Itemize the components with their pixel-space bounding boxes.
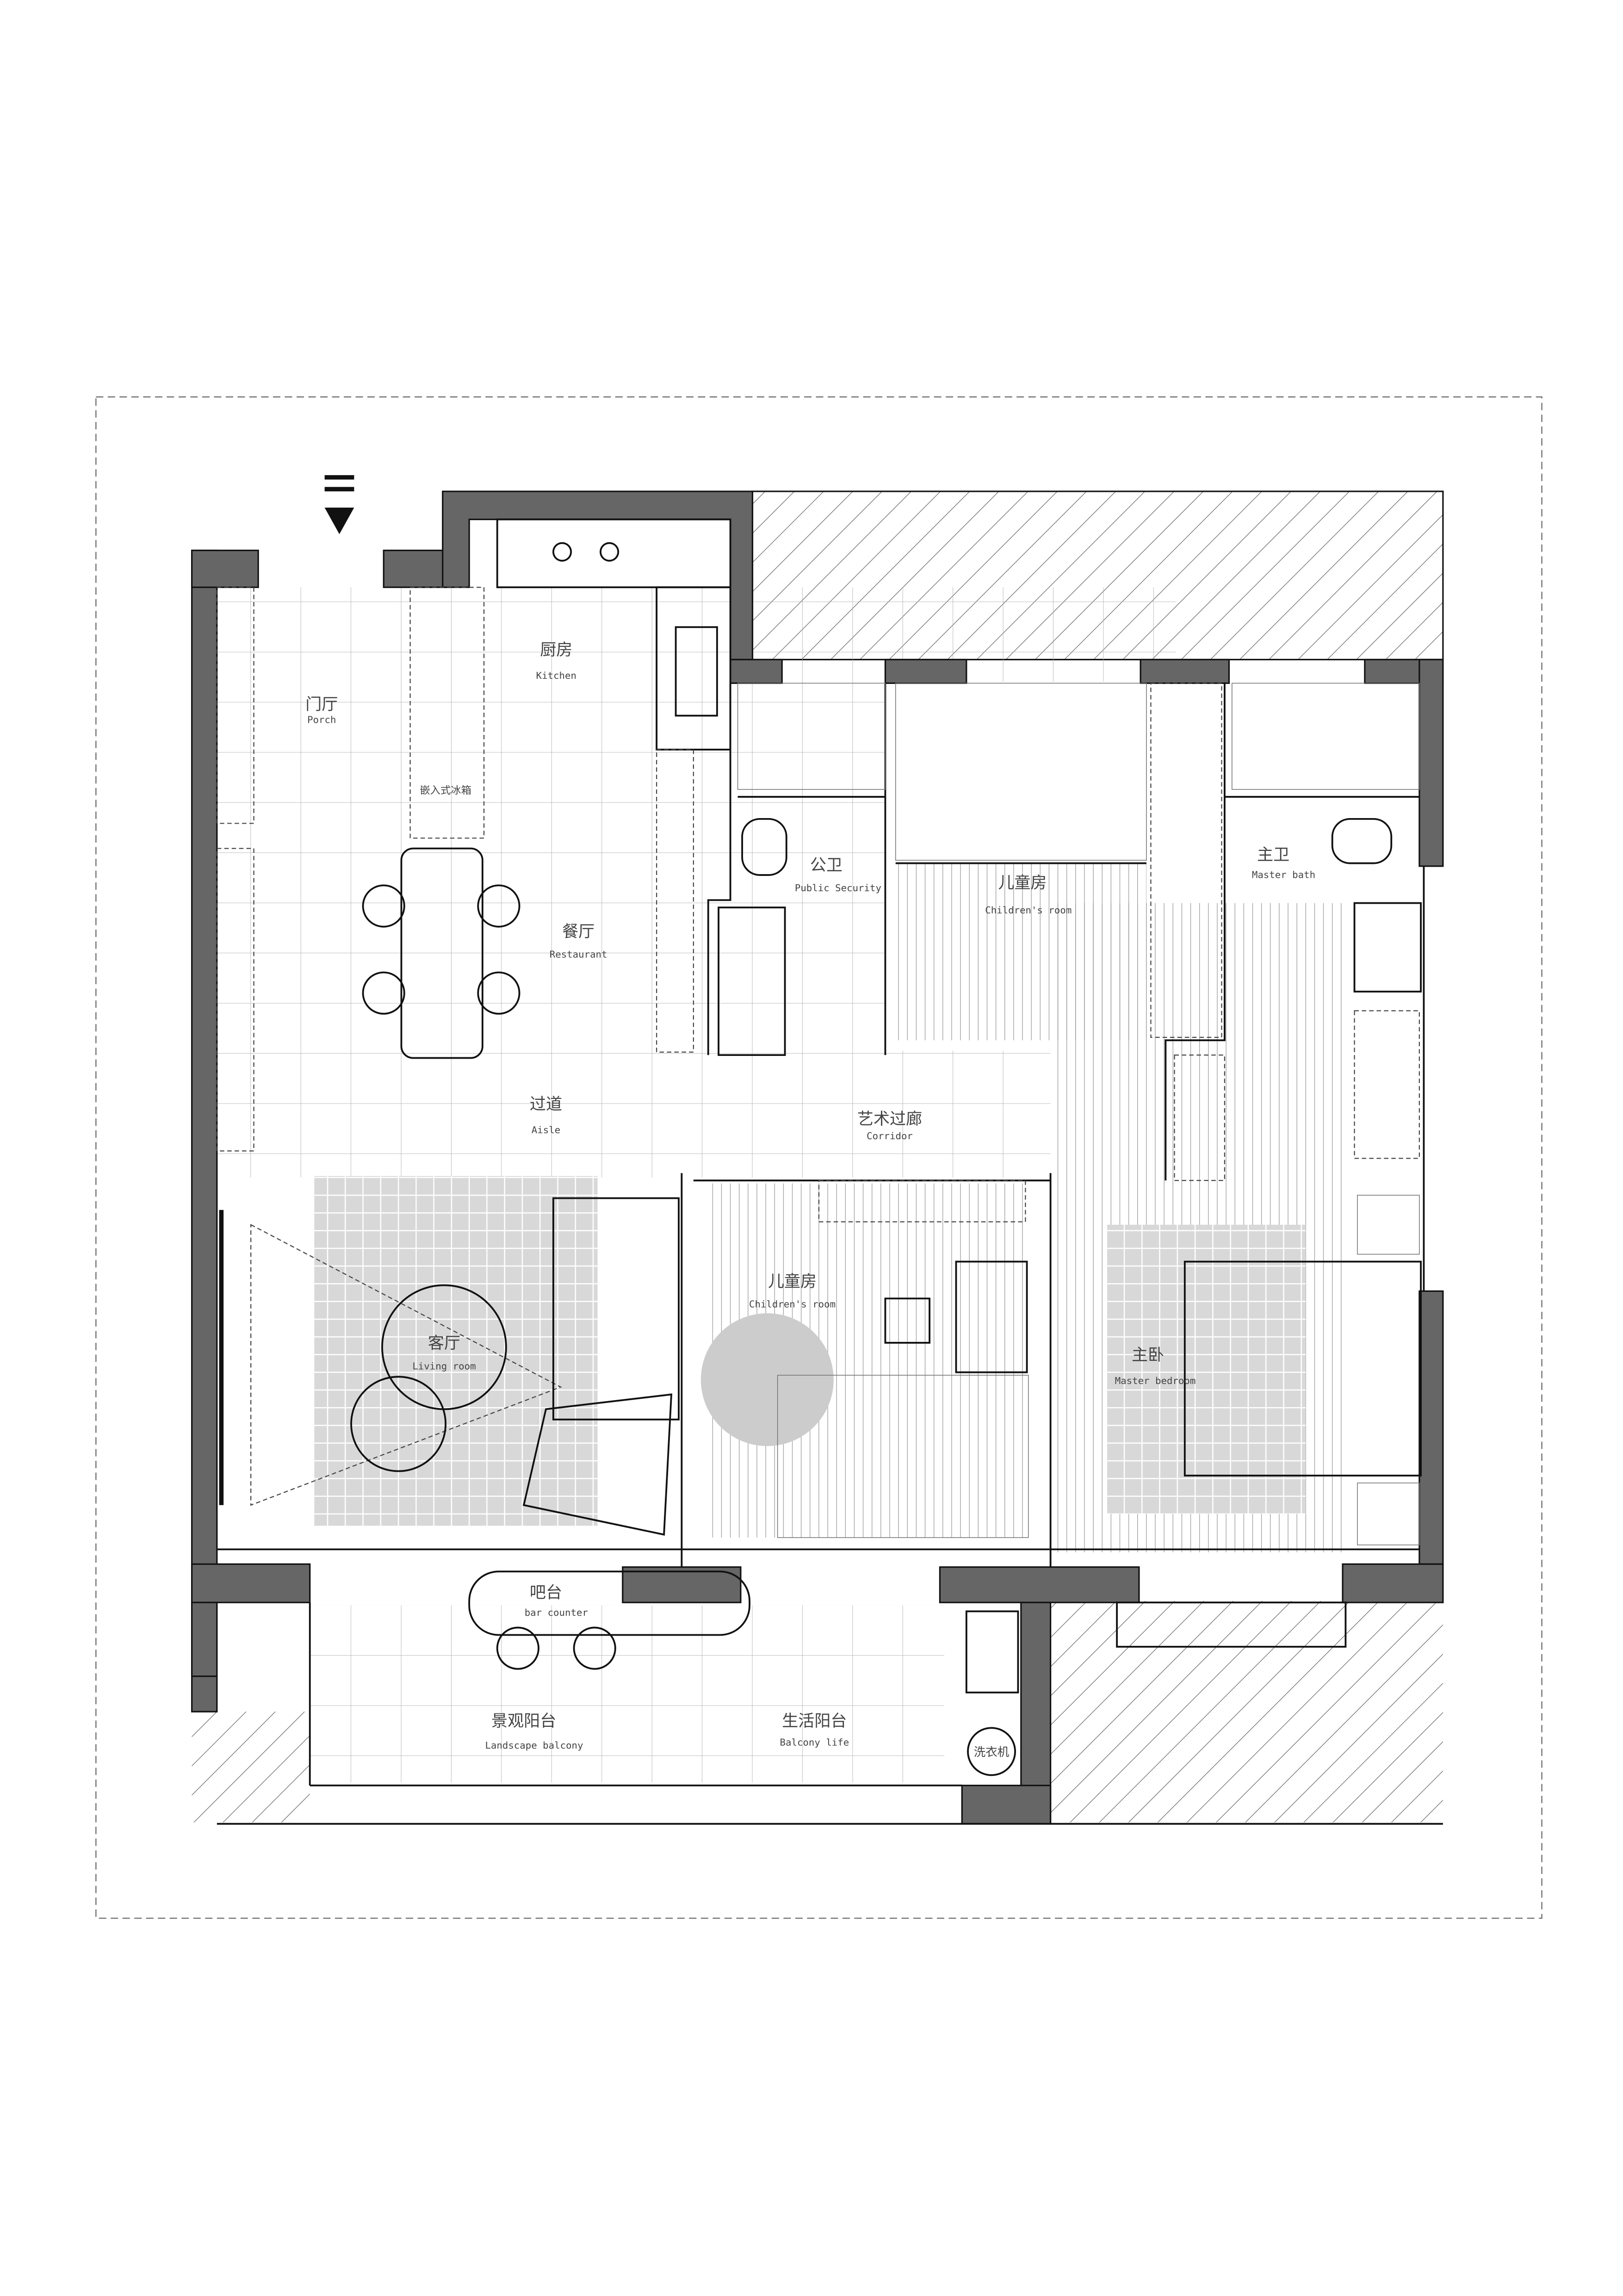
laundry-sink xyxy=(965,1610,1019,1694)
dining-chair xyxy=(362,884,405,928)
public-bath-toilet xyxy=(741,818,787,876)
label-master-bath-en: Master bath xyxy=(1252,869,1315,880)
nightstand xyxy=(1357,1195,1420,1255)
label-kitchen-en: Kitchen xyxy=(536,670,576,681)
label-public-bath: 公卫 xyxy=(810,856,842,875)
label-living-room-en: Living room xyxy=(412,1360,476,1371)
label-children-room-1-en: Children's room xyxy=(985,905,1072,916)
label-porch: 门厅 xyxy=(305,695,338,714)
master-bath-shower xyxy=(1232,683,1420,790)
walls xyxy=(191,490,1444,1825)
kid1-shelf xyxy=(1150,683,1222,1038)
bay-window xyxy=(1116,1601,1347,1648)
kid1-bed xyxy=(895,683,1147,861)
coffee-table xyxy=(350,1376,447,1472)
label-landscape-balcony-en: Landscape balcony xyxy=(485,1740,583,1751)
label-washer: 洗衣机 xyxy=(974,1745,1010,1759)
master-wardrobe xyxy=(1354,1010,1420,1159)
dining-table xyxy=(400,847,483,1059)
dining-chair xyxy=(477,971,520,1015)
sofa xyxy=(552,1197,680,1421)
floor-grid-balcony xyxy=(310,1605,945,1783)
master-bath-toilet xyxy=(1331,818,1393,864)
kitchen-sink-icon xyxy=(675,626,718,717)
label-children-room-2-en: Children's room xyxy=(749,1298,836,1309)
label-aisle-en: Aisle xyxy=(532,1124,560,1136)
label-master-bedroom-en: Master bedroom xyxy=(1115,1375,1196,1386)
label-children-room-1: 儿童房 xyxy=(998,874,1047,893)
floor-stripes-kid1 xyxy=(895,863,1146,1041)
label-corridor: 艺术过廊 xyxy=(857,1110,922,1129)
hatched-area-bottom-right xyxy=(1050,1601,1443,1823)
side-cabinet xyxy=(216,848,254,1152)
stove-burner-icon xyxy=(600,542,619,562)
label-restaurant-en: Restaurant xyxy=(550,949,607,960)
label-master-bath: 主卫 xyxy=(1257,845,1289,864)
label-children-room-2: 儿童房 xyxy=(768,1272,817,1291)
sight-line xyxy=(250,1223,562,1506)
dining-chair xyxy=(362,971,405,1015)
label-kitchen: 厨房 xyxy=(540,640,572,659)
label-public-bath-en: Public Security xyxy=(795,882,881,894)
bar-stool xyxy=(496,1626,539,1670)
label-bar-counter: 吧台 xyxy=(530,1583,562,1602)
master-rug xyxy=(1106,1224,1306,1514)
label-balcony-life: 生活阳台 xyxy=(782,1712,847,1731)
label-porch-en: Porch xyxy=(307,714,336,726)
label-landscape-balcony: 景观阳台 xyxy=(491,1712,556,1731)
kid2-bunk xyxy=(818,1180,1026,1222)
label-restaurant: 餐厅 xyxy=(562,922,595,941)
public-bath-shower xyxy=(737,683,886,790)
label-balcony-life-en: Balcony life xyxy=(780,1737,849,1748)
washing-machine xyxy=(967,1727,1016,1776)
label-corridor-en: Corridor xyxy=(867,1130,913,1142)
label-living-room: 客厅 xyxy=(428,1334,460,1353)
chaise xyxy=(522,1393,673,1536)
nightstand xyxy=(1357,1483,1420,1545)
kitchen-counter xyxy=(496,518,731,589)
master-basin xyxy=(1353,902,1422,993)
stove-burner-icon xyxy=(552,542,572,562)
bar-stool xyxy=(573,1626,616,1670)
dining-chair xyxy=(477,884,520,928)
hatched-area-bottom-left xyxy=(192,1712,310,1823)
entrance-arrow-icon xyxy=(324,475,354,534)
site-boundary xyxy=(95,396,1542,1919)
kid-rug xyxy=(700,1313,834,1446)
corridor-cabinet xyxy=(1174,1054,1226,1181)
label-aisle: 过道 xyxy=(530,1095,562,1114)
dining-side-cabinet xyxy=(656,749,694,1053)
public-bath-basin xyxy=(718,906,786,1056)
label-master-bedroom: 主卧 xyxy=(1132,1346,1164,1365)
kid2-bed xyxy=(777,1375,1029,1538)
shoe-cabinet xyxy=(216,587,254,824)
kid2-chair xyxy=(884,1297,931,1344)
label-bar-counter-en: bar counter xyxy=(525,1607,588,1618)
label-fridge: 嵌入式冰箱 xyxy=(420,785,471,797)
kid2-desk xyxy=(955,1260,1028,1373)
master-bed xyxy=(1183,1260,1422,1477)
living-rug xyxy=(314,1176,598,1526)
